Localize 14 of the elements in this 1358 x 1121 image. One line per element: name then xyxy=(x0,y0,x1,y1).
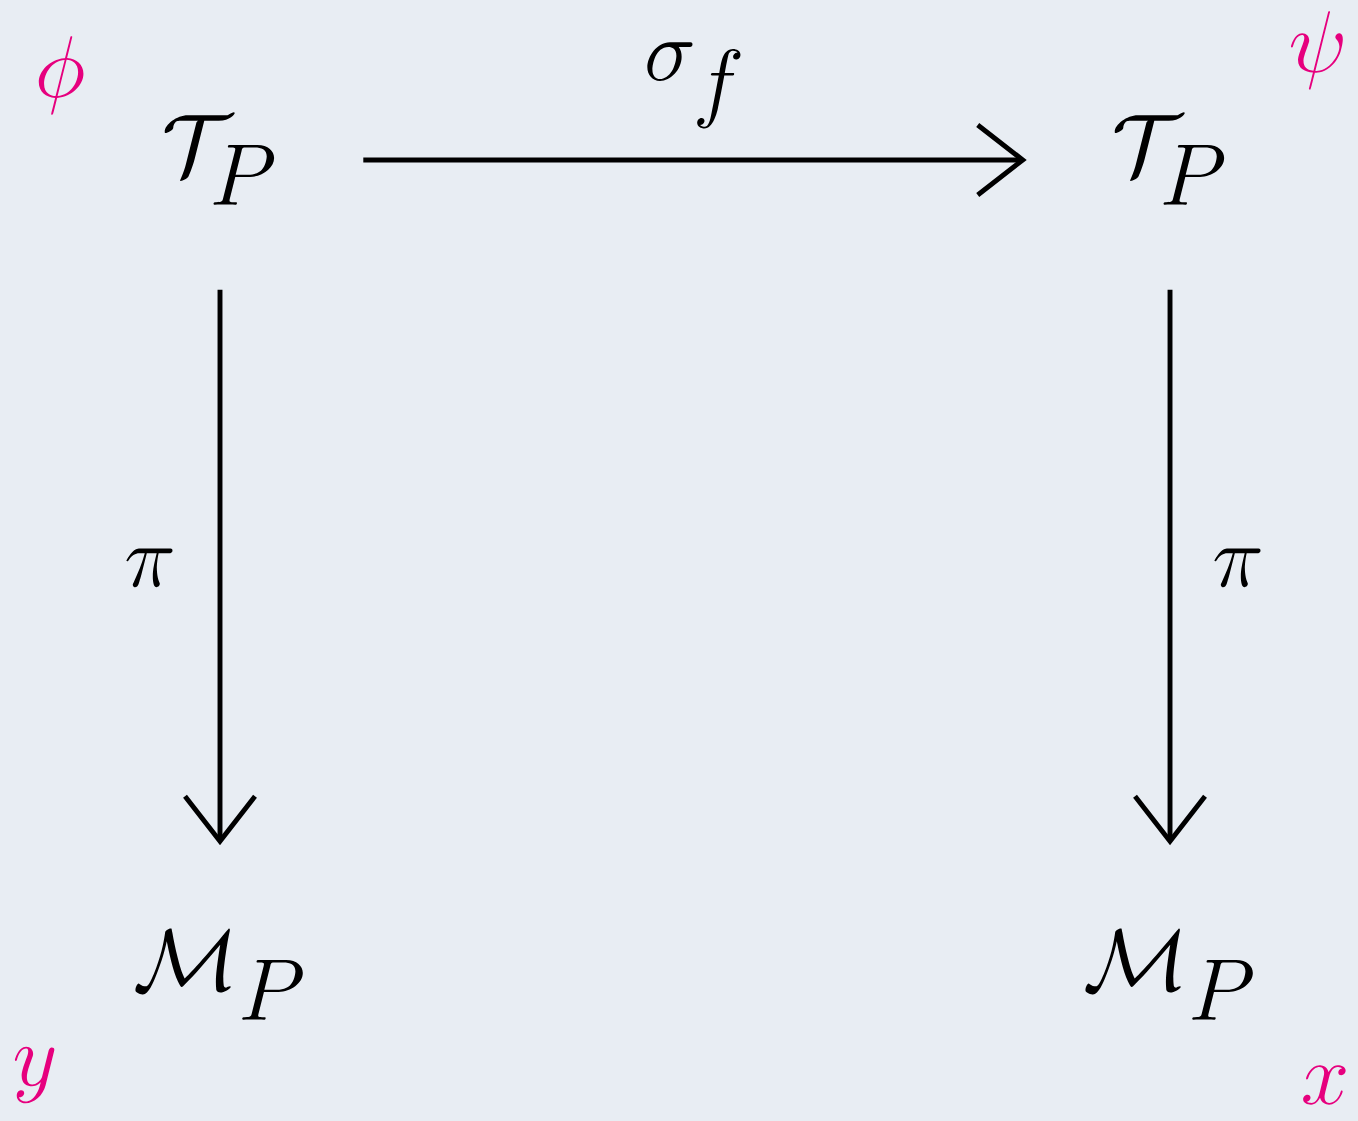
edge-label: $\pi$ xyxy=(1214,548,1261,588)
edge-label: $\sigma_f$ xyxy=(647,42,741,129)
corner-label: $\phi$ xyxy=(38,36,84,115)
corner-label: $x$ xyxy=(1303,1065,1346,1105)
math-symbol: $\mathcal{T}_P$ xyxy=(164,112,275,205)
arrow xyxy=(183,289,257,846)
corner-label: $\psi$ xyxy=(1291,11,1343,90)
math-symbol: $\mathcal{T}_P$ xyxy=(1114,112,1225,205)
edge-label: $\pi$ xyxy=(126,548,173,588)
math-symbol: $\mathcal{M}_P$ xyxy=(135,928,303,1020)
arrow xyxy=(1133,289,1207,846)
math-symbol: $\mathcal{M}_P$ xyxy=(1085,928,1253,1020)
arrow xyxy=(363,123,1027,197)
corner-label: $y$ xyxy=(14,1046,55,1104)
